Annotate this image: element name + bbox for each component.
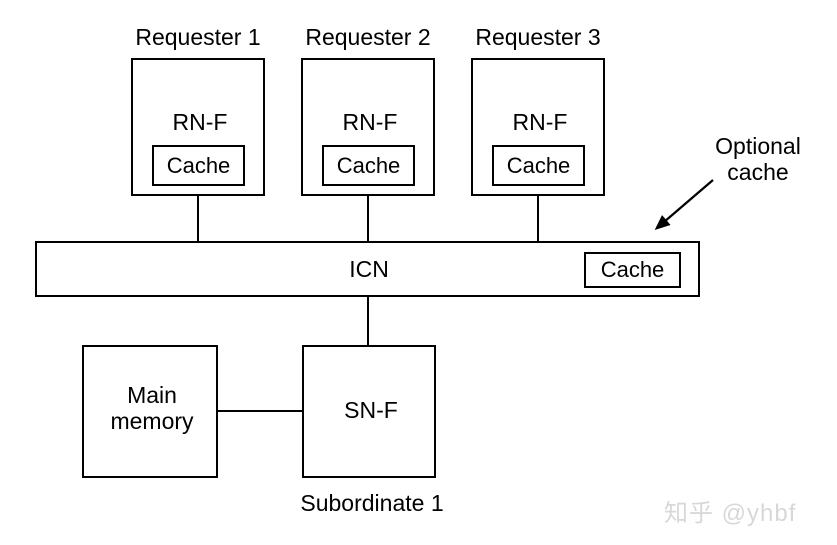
main-memory-label-line2: memory bbox=[110, 408, 194, 435]
subordinate-snf-label: SN-F bbox=[344, 397, 398, 423]
optional-cache-annotation-line2: cache bbox=[727, 159, 789, 186]
watermark: 知乎 @yhbf bbox=[664, 500, 797, 527]
requester-1-title: Requester 1 bbox=[135, 24, 261, 50]
requester-3-rnf-label: RN-F bbox=[512, 109, 568, 135]
link-requester-3-to-icn bbox=[537, 196, 539, 242]
link-icn-to-snf bbox=[367, 297, 369, 345]
requester-3-title: Requester 3 bbox=[475, 24, 601, 50]
requester-1-rnf-box[interactable]: RN-F Cache bbox=[131, 58, 265, 196]
subordinate-1-title: Subordinate 1 bbox=[300, 490, 444, 516]
requester-3-rnf-box[interactable]: RN-F Cache bbox=[471, 58, 605, 196]
requester-2-rnf-box[interactable]: RN-F Cache bbox=[301, 58, 435, 196]
icn-label: ICN bbox=[349, 256, 389, 282]
link-main-memory-to-snf bbox=[218, 410, 302, 412]
main-memory-label: Main memory bbox=[110, 382, 193, 435]
icn-optional-cache-box[interactable]: Cache bbox=[584, 252, 681, 288]
requester-1-rnf-label: RN-F bbox=[172, 109, 228, 135]
main-memory-label-line1: Main bbox=[127, 382, 177, 408]
requester-2-rnf-label: RN-F bbox=[342, 109, 398, 135]
icn-bar[interactable]: ICN Cache bbox=[35, 241, 700, 297]
requester-3-cache-box[interactable]: Cache bbox=[492, 145, 585, 186]
optional-cache-annotation-line1: Optional bbox=[715, 133, 801, 159]
requester-1-cache-box[interactable]: Cache bbox=[152, 145, 245, 186]
main-memory-box[interactable]: Main memory bbox=[82, 345, 218, 478]
subordinate-snf-box[interactable]: SN-F bbox=[302, 345, 436, 478]
requester-2-title: Requester 2 bbox=[305, 24, 431, 50]
optional-cache-annotation: Optional cache bbox=[715, 133, 801, 186]
link-requester-2-to-icn bbox=[367, 196, 369, 242]
requester-2-cache-box[interactable]: Cache bbox=[322, 145, 415, 186]
optional-cache-arrow bbox=[654, 179, 714, 231]
link-requester-1-to-icn bbox=[197, 196, 199, 242]
